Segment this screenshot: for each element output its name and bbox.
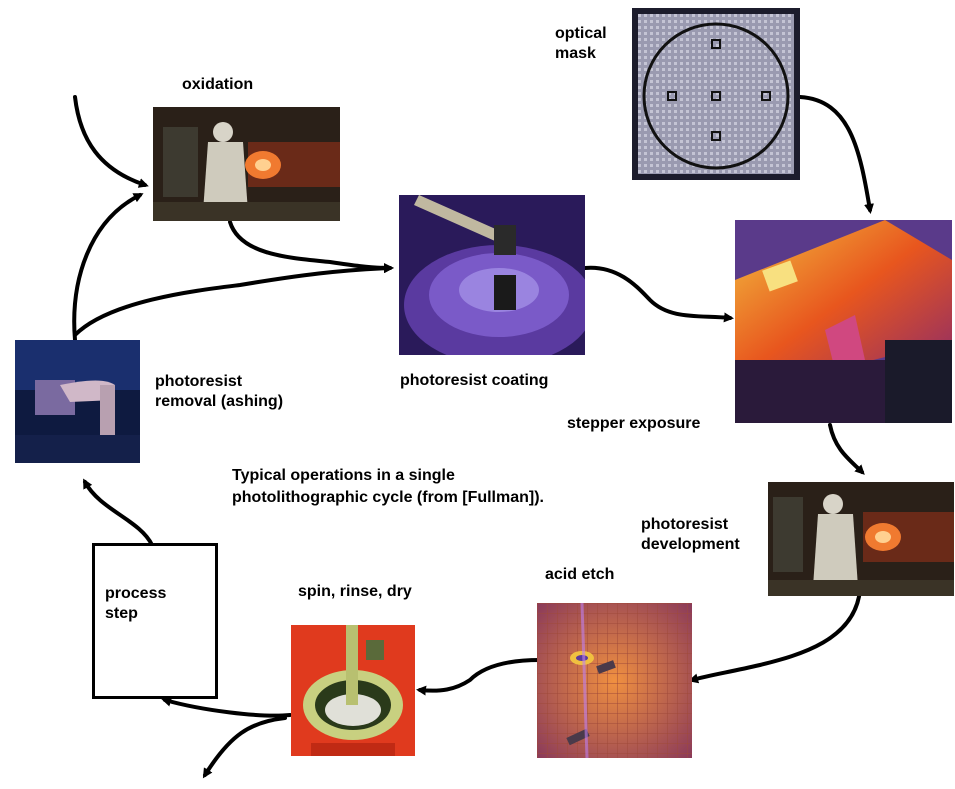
label-spin-rinse-dry: spin, rinse, dry: [298, 583, 412, 600]
arrow-exposure-to-development: [828, 423, 865, 475]
acid-etch-photo: [537, 603, 692, 758]
arrow-etch-to-spin: [416, 658, 542, 696]
label-photoresist-coating: photoresist coating: [400, 372, 549, 389]
optical-mask-photo: [632, 8, 800, 180]
spin-rinse-dry-photo: [291, 625, 415, 756]
caption: Typical operations in a single photolith…: [232, 467, 544, 506]
arrow-in-to-oxidation: [73, 95, 149, 188]
arrow-spin-to-processstep: [161, 696, 292, 718]
oxidation-photo: [153, 107, 340, 221]
photoresist-removal-photo: [15, 340, 140, 463]
process-step-box: process step: [92, 543, 218, 699]
arrow-spin-exit: [202, 716, 287, 779]
arrow-ashing-to-oxidation: [72, 193, 144, 342]
label-acid-etch: acid etch: [545, 566, 615, 583]
label-optical-mask: optical mask: [555, 25, 607, 62]
arrow-ashing-to-coating: [73, 263, 394, 337]
arrow-development-to-etch: [688, 588, 862, 684]
arrow-processstep-to-ashing: [83, 478, 154, 547]
label-photoresist-development: photoresist development: [641, 516, 740, 553]
label-stepper-exposure: stepper exposure: [567, 415, 701, 432]
label-process-step: process step: [105, 585, 167, 622]
label-photoresist-removal: photoresist removal (ashing): [155, 373, 284, 410]
arrow-coating-to-exposure: [583, 265, 734, 323]
label-oxidation: oxidation: [182, 76, 254, 93]
photoresist-coating-photo: [399, 195, 585, 355]
photoresist-development-photo: [768, 482, 954, 596]
stepper-exposure-photo: [735, 220, 952, 423]
arrow-mask-to-exposure: [798, 95, 874, 214]
arrow-oxidation-to-coating: [228, 220, 394, 273]
